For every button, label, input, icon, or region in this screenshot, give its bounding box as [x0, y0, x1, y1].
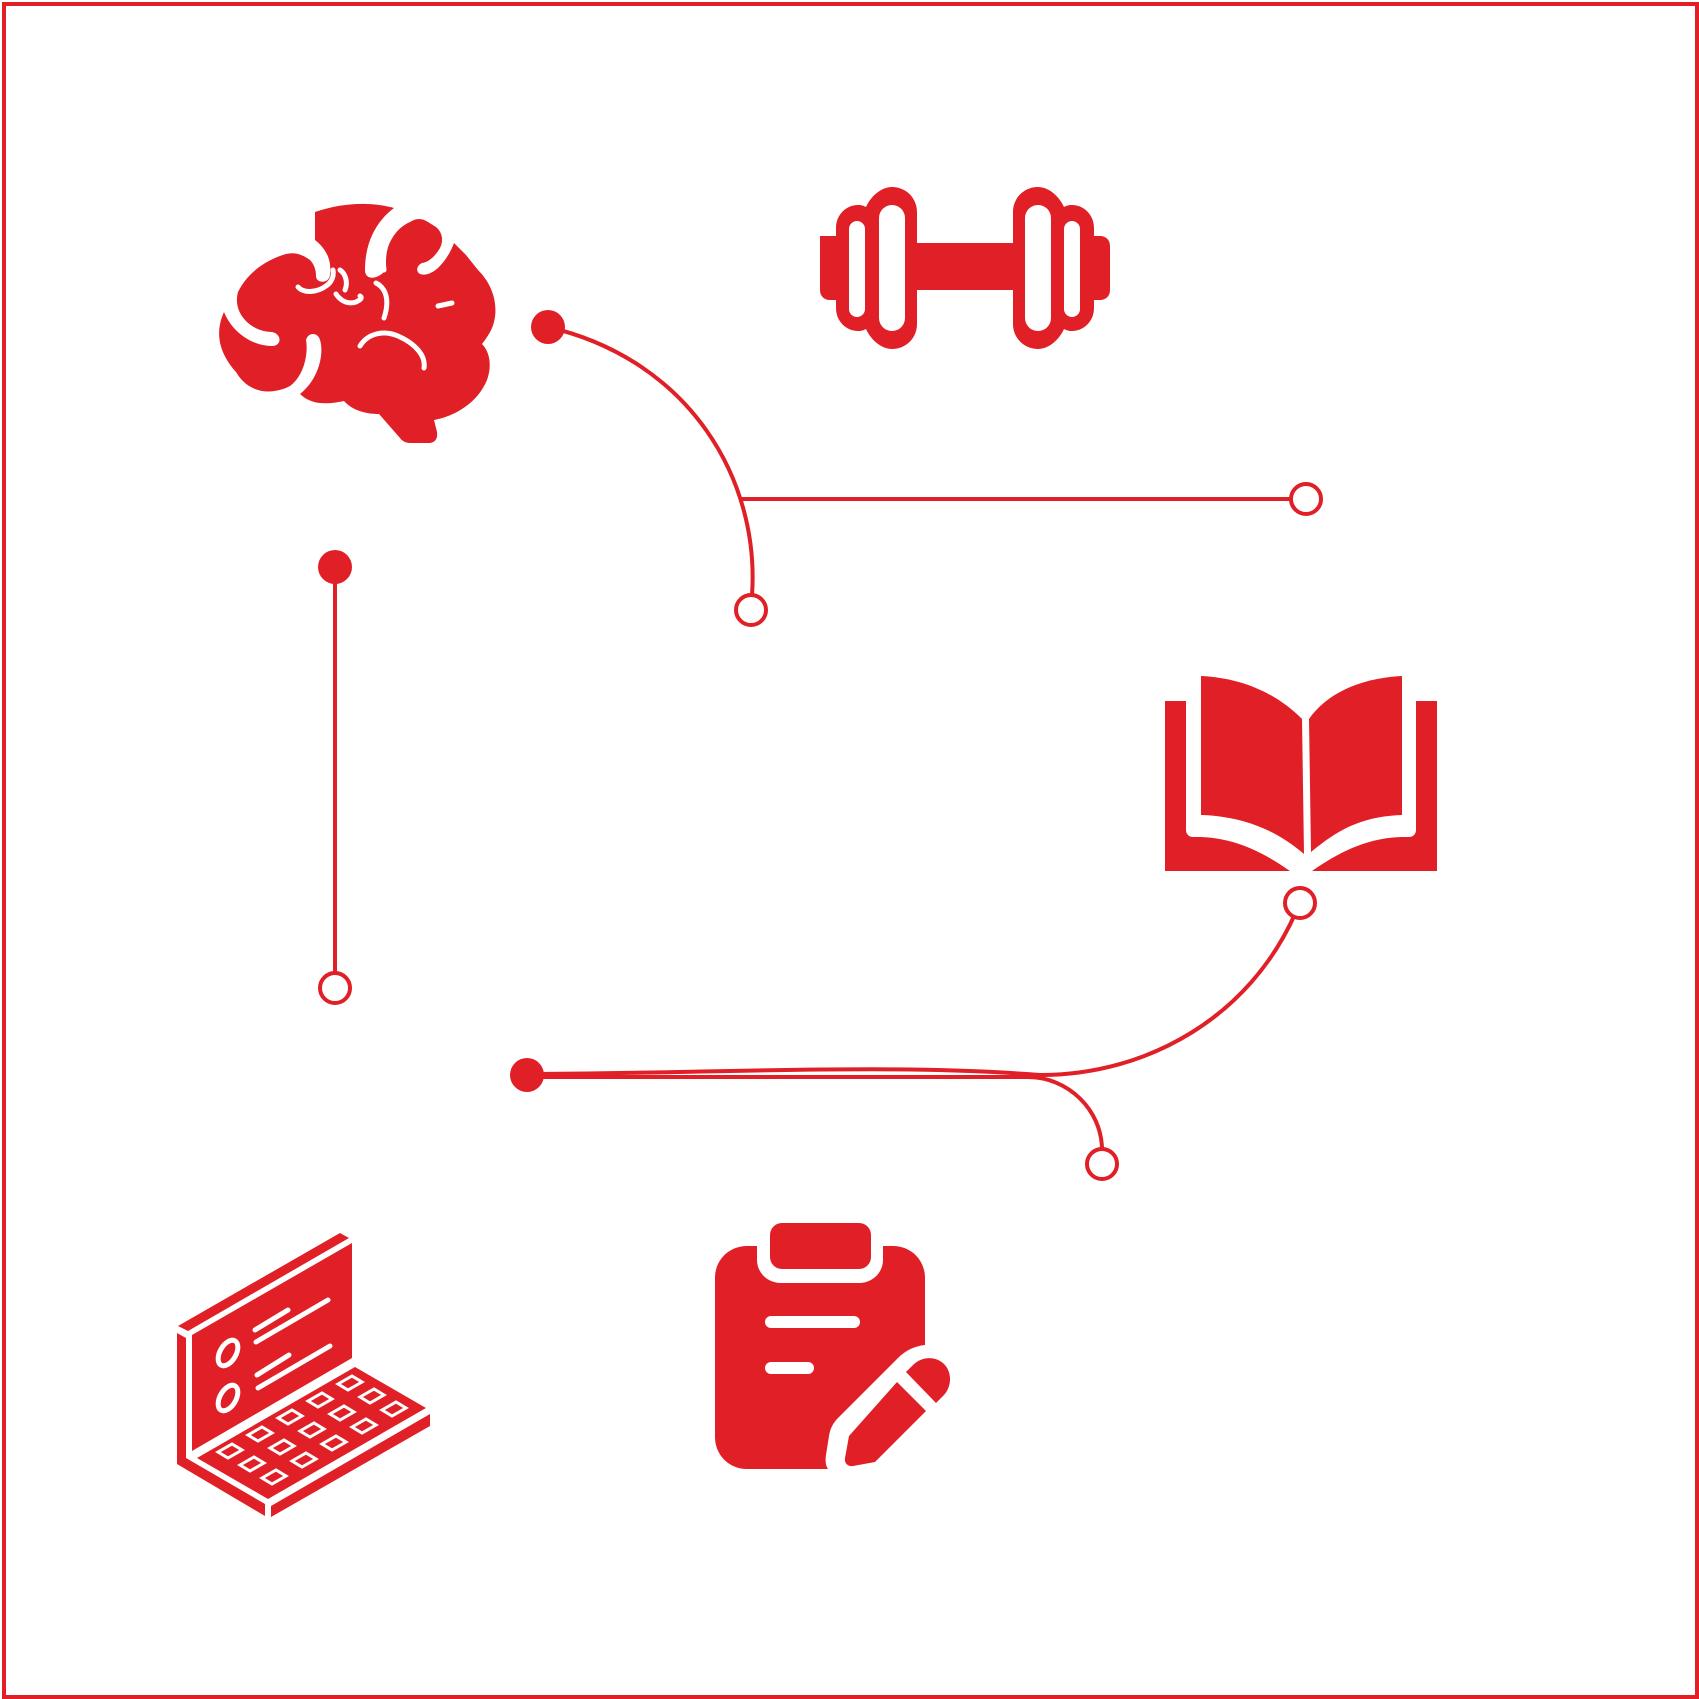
brain-icon	[219, 203, 496, 443]
connector-end-dot	[1283, 886, 1317, 920]
connector-end-dot	[1085, 1147, 1119, 1181]
connector-start-dot	[318, 550, 352, 584]
laptop-calculator-icon	[177, 1233, 430, 1517]
connector-end-dot	[318, 971, 352, 1005]
connector-left-vertical	[318, 550, 352, 1005]
connector-start-dot	[510, 1058, 544, 1092]
connector-brain-horizontal	[740, 482, 1323, 516]
open-book-icon	[1165, 676, 1437, 871]
connector-book-curve	[510, 886, 1317, 1092]
connector-brain-curve	[531, 310, 768, 627]
clipboard-pencil-icon	[715, 1223, 950, 1469]
connector-end-dot	[734, 593, 768, 627]
connector-end-dot	[1289, 482, 1323, 516]
connector-bottom-branch	[538, 1075, 1119, 1181]
dumbbell-icon	[820, 187, 1110, 349]
connector-start-dot	[531, 310, 565, 344]
